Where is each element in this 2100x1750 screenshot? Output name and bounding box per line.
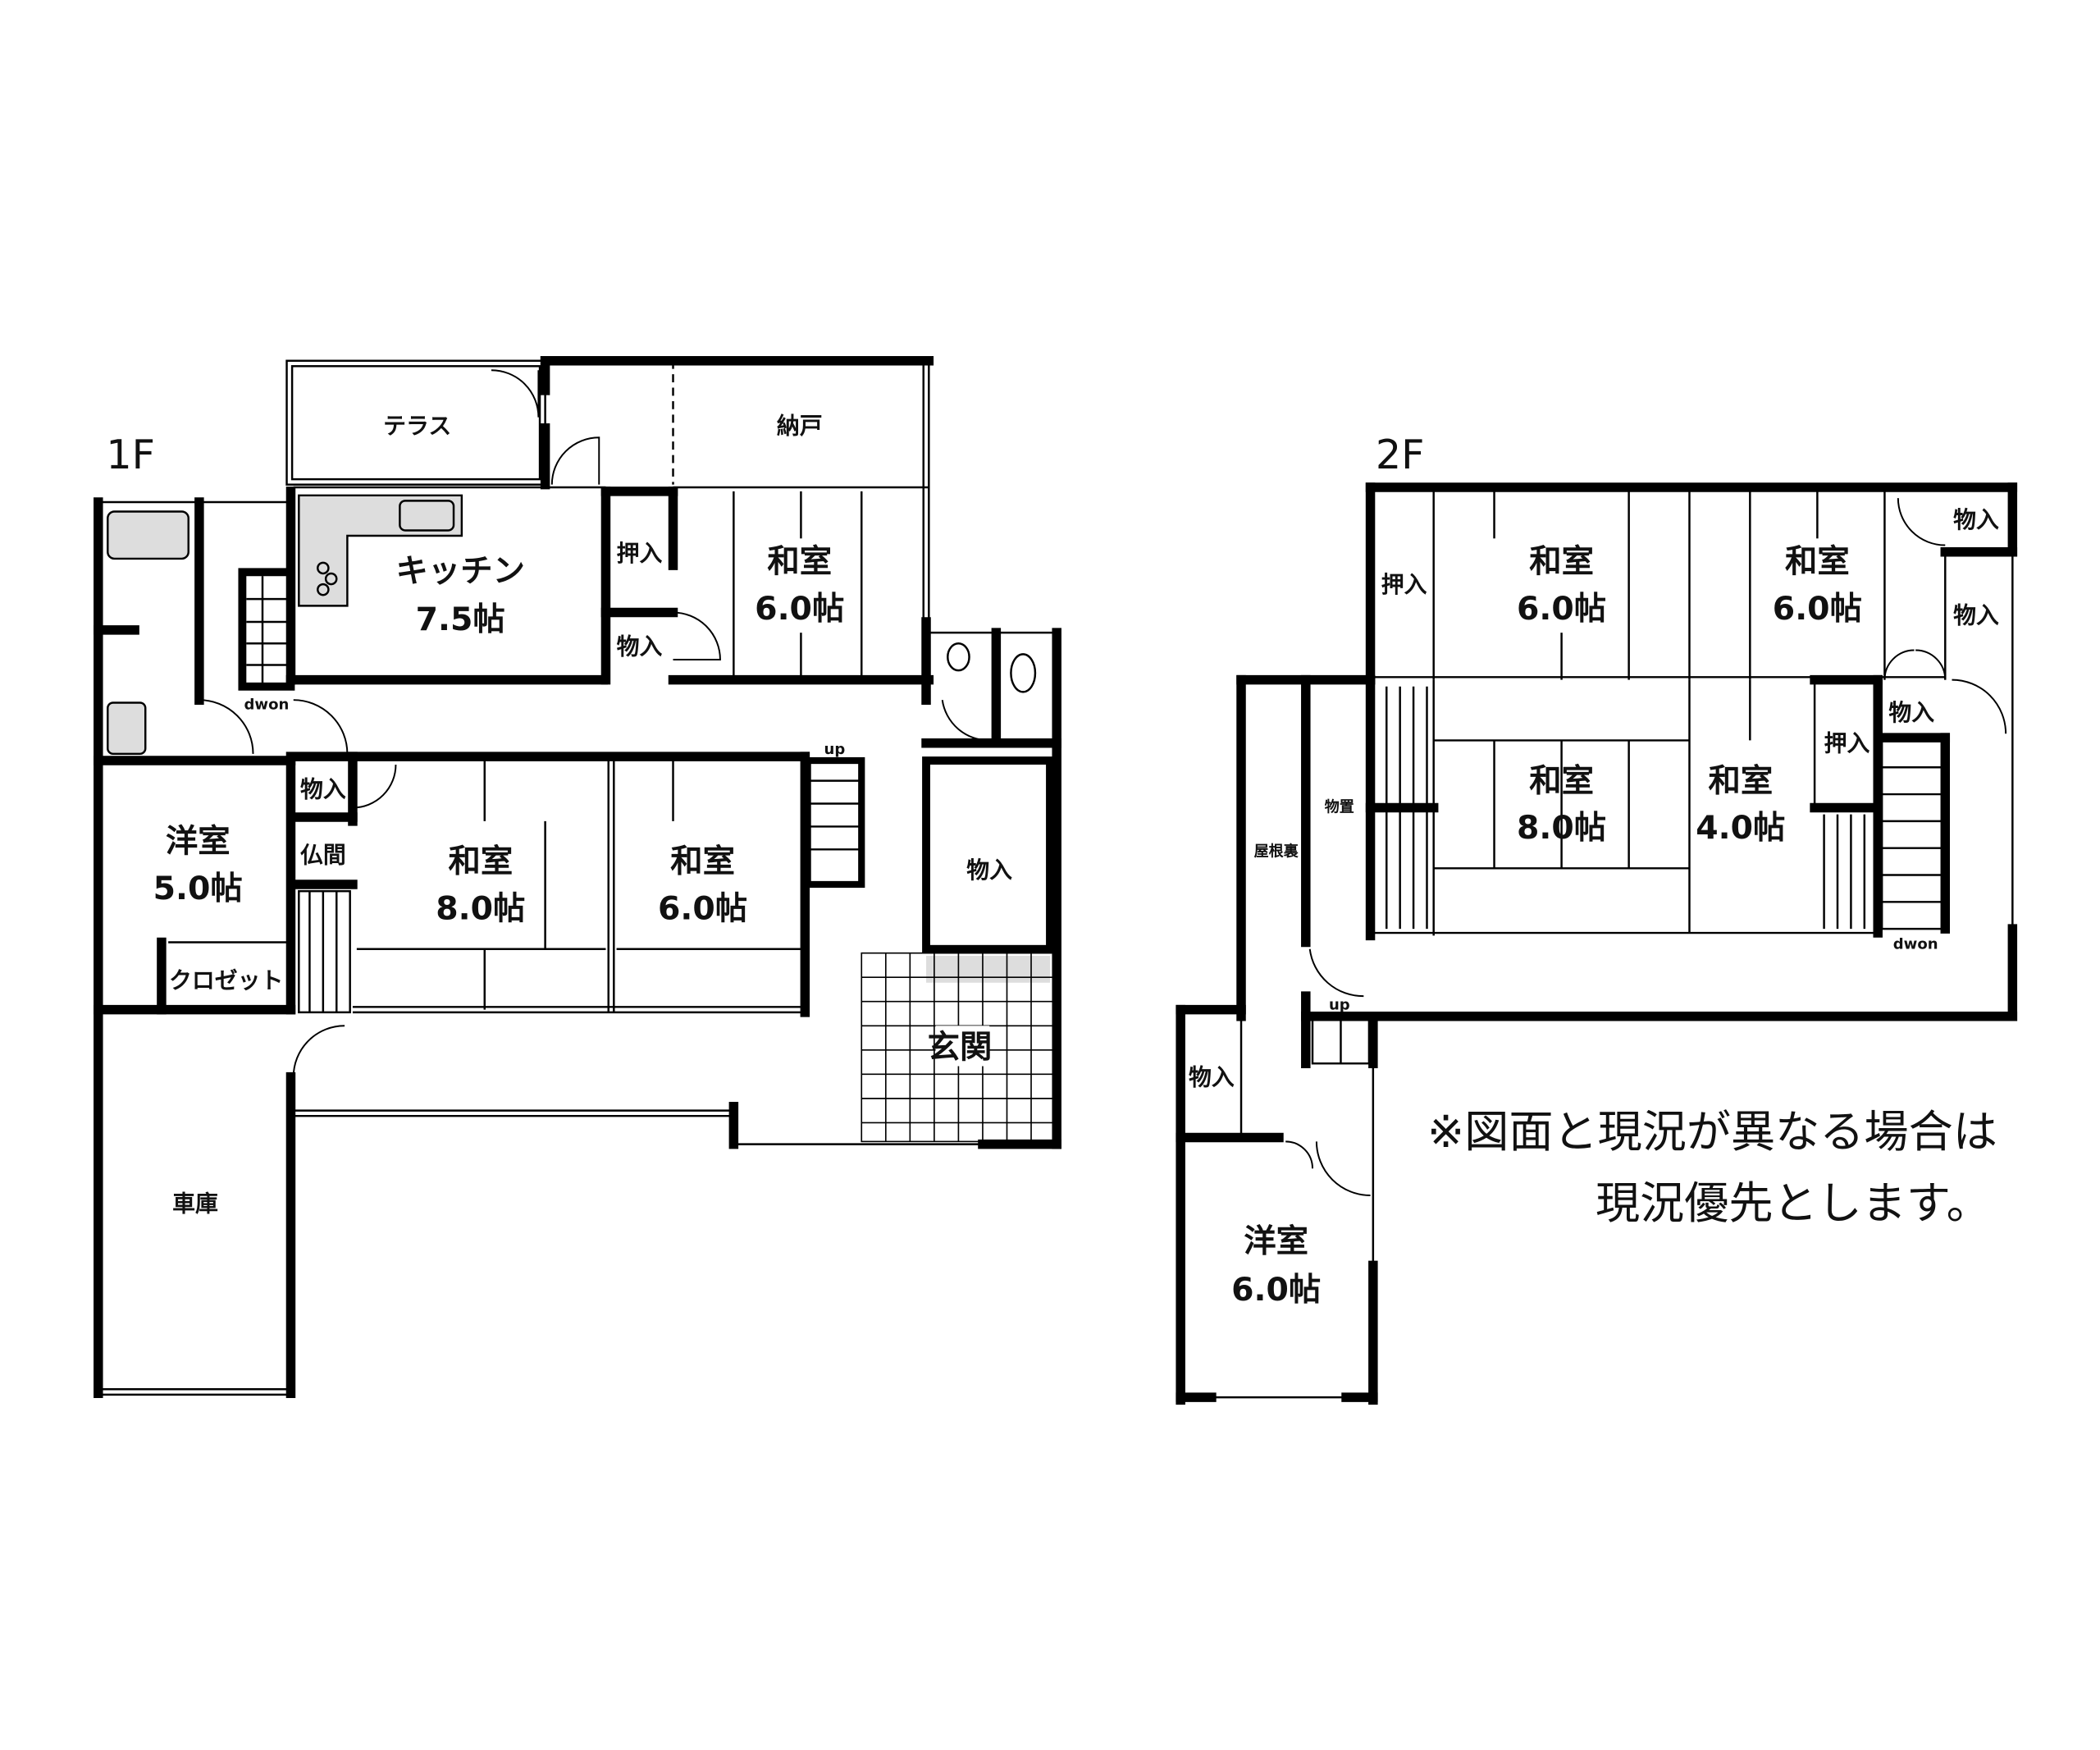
room-2f-mono-iri-top: 物入 — [1953, 506, 1999, 533]
room-2f-storage: 物置 — [1325, 797, 1354, 816]
room-2f-washitsu-a-name: 和室 — [1529, 542, 1594, 580]
room-washitsu8-size: 8.0帖 — [436, 890, 525, 928]
room-youshitsu-name: 洋室 — [166, 823, 231, 861]
floor-1-label: 1F — [106, 431, 155, 478]
room-2f-washitsu-b-name: 和室 — [1785, 542, 1850, 580]
room-genkan: 玄関 — [928, 1029, 993, 1067]
room-closet: クロゼット — [169, 966, 283, 994]
stairs-2f-up-label: up — [1329, 997, 1350, 1014]
stairs-up-label: up — [824, 741, 846, 758]
room-mono-iri-b: 物入 — [966, 857, 1012, 884]
room-storeroom: 納戸 — [777, 412, 823, 439]
room-2f-washitsu-b-size: 6.0帖 — [1773, 590, 1862, 628]
room-2f-oshiire-left: 押入 — [1381, 571, 1427, 598]
kitchen-counter — [298, 494, 463, 607]
note-line-2: 現況優先とします。 — [1596, 1177, 1991, 1229]
room-washitsu6-size: 6.0帖 — [658, 890, 747, 928]
floor-2-plan: 2F 押入 和室 6.0帖 和室 6.0帖 物入 物入 — [1176, 431, 2018, 1405]
room-garage: 車庫 — [172, 1190, 218, 1218]
room-2f-mono-iri-right2: 物入 — [1888, 699, 1934, 726]
floor-1-plan: 1F dwon — [94, 355, 1061, 1398]
tatami-stairs — [298, 889, 351, 1014]
room-washitsu-upper-size: 6.0帖 — [755, 590, 844, 628]
urinal-icon — [947, 642, 970, 672]
room-terrace: テラス — [383, 412, 451, 439]
room-mono-iri-a: 物入 — [300, 775, 346, 802]
room-2f-washitsu-8-size: 8.0帖 — [1517, 809, 1606, 847]
room-kitchen-name: キッチン — [395, 552, 525, 590]
washbasin-icon — [107, 701, 147, 756]
room-2f-washitsu-4-name: 和室 — [1708, 762, 1773, 800]
room-2f-mono-iri-right: 物入 — [1953, 602, 1999, 629]
stairs-up — [804, 756, 865, 889]
stairs-2f-up — [1311, 1015, 1371, 1065]
room-butsuma: 仏間 — [300, 842, 346, 869]
room-2f-washitsu-8-name: 和室 — [1529, 762, 1594, 800]
note-line-1: ※図面と現況が異なる場合は — [1427, 1106, 1997, 1158]
room-washitsu6-name: 和室 — [670, 843, 735, 880]
tatami-stairs-2f — [1386, 686, 1866, 930]
room-youshitsu-size: 5.0帖 — [153, 870, 243, 907]
bathtub-icon — [107, 510, 189, 560]
toilet-icon — [1010, 653, 1037, 693]
storage-1f — [922, 756, 1054, 953]
room-2f-youshitsu-size: 6.0帖 — [1231, 1271, 1321, 1309]
stairs-2f-down — [1880, 739, 1944, 930]
room-washitsu-upper-name: 和室 — [767, 542, 832, 580]
room-2f-washitsu-a-size: 6.0帖 — [1517, 590, 1606, 628]
room-oshiire: 押入 — [617, 540, 663, 567]
room-2f-youshitsu-name: 洋室 — [1244, 1222, 1308, 1260]
room-closet-small: 物入 — [617, 633, 663, 660]
room-2f-oshiire-right: 押入 — [1824, 730, 1870, 757]
stairs-down — [238, 568, 295, 691]
room-2f-washitsu-4-size: 4.0帖 — [1696, 809, 1785, 847]
room-2f-mono-iri-lower: 物入 — [1189, 1063, 1235, 1090]
sink-icon — [399, 500, 455, 532]
terrace-outline — [285, 359, 546, 486]
floor-2-label: 2F — [1376, 431, 1425, 478]
room-washitsu8-name: 和室 — [448, 843, 513, 880]
stove-icon — [317, 561, 338, 596]
room-2f-attic: 屋根裏 — [1254, 843, 1299, 861]
room-kitchen-size: 7.5帖 — [416, 601, 505, 638]
stairs-down-label: dwon — [244, 697, 290, 714]
stairs-2f-down-label: dwon — [1893, 936, 1938, 953]
